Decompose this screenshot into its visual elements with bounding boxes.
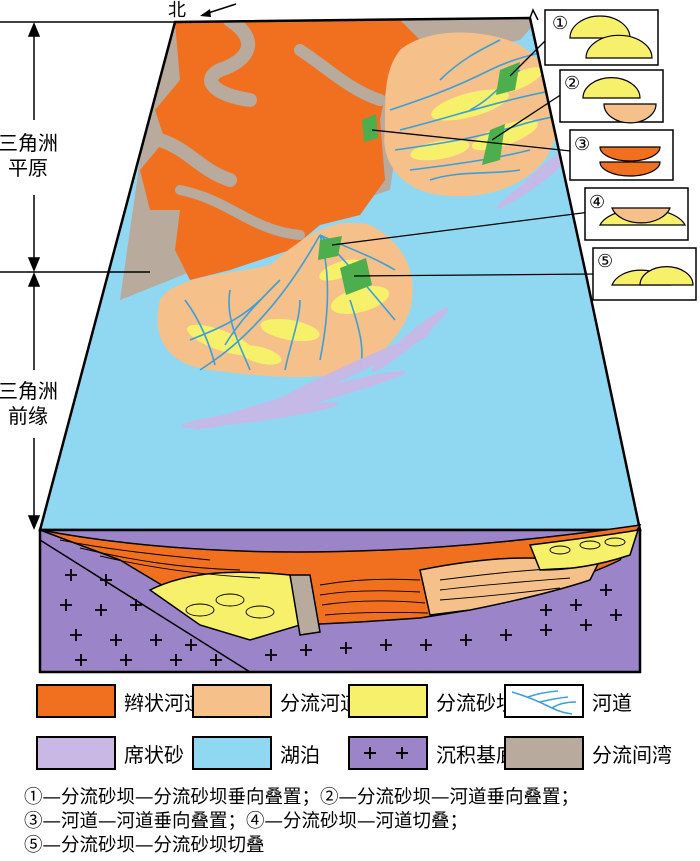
callout-1: ① xyxy=(544,9,659,66)
callout-4-marker: ④ xyxy=(589,192,605,213)
legend-item-distributary-bar: 分流砂坝 xyxy=(348,684,516,718)
legend-item-distributary-channel: 分流河道 xyxy=(192,684,360,718)
legend-label: 分流砂坝 xyxy=(436,690,516,715)
legend-swatch-lake xyxy=(192,736,272,770)
caption-notes: ①—分流砂坝—分流砂坝垂向叠置；②—分流砂坝—河道垂向叠置； ③—河道—河道垂向… xyxy=(24,786,694,858)
legend-swatch-basement xyxy=(348,736,428,770)
legend-label: 沉积基底 xyxy=(436,742,516,767)
delta-front-label-line2: 前缘 xyxy=(8,404,48,428)
delta-plain-label-line1: 三角洲 xyxy=(0,131,58,155)
legend-label: 辫状河道 xyxy=(124,690,204,715)
delta-plain-label-line2: 平原 xyxy=(8,156,48,180)
legend-item-channel: 河道 xyxy=(504,684,632,718)
cross-section xyxy=(38,524,642,674)
legend-swatch-braided-channel xyxy=(36,684,116,718)
legend-label: 湖泊 xyxy=(280,742,320,767)
legend-item-lake: 湖泊 xyxy=(192,736,320,770)
delta-map-surface xyxy=(40,18,640,530)
legend-swatch-interdistributary-bay xyxy=(504,736,584,770)
delta-block-diagram: 三角洲 平原 三角洲 前缘 北 ① ② ③ ④ xyxy=(0,0,697,674)
callout-2-marker: ② xyxy=(564,73,580,94)
legend-label: 河道 xyxy=(592,690,632,715)
legend-swatch-distributary-channel xyxy=(192,684,272,718)
legend-swatch-channel xyxy=(504,684,584,718)
delta-front-label-line1: 三角洲 xyxy=(0,379,58,403)
north-label: 北 xyxy=(168,0,186,21)
legend: 辫状河道 分流河道 分流砂坝 河道 席状砂 湖泊 xyxy=(0,684,700,784)
north-arrow: 北 xyxy=(168,0,237,21)
legend-item-braided-channel: 辫状河道 xyxy=(36,684,204,718)
legend-item-sheet-sand: 席状砂 xyxy=(36,736,184,770)
caption-note-1: ①—分流砂坝—分流砂坝垂向叠置；②—分流砂坝—河道垂向叠置； xyxy=(24,787,580,808)
zone-dimension-arrows xyxy=(0,21,178,530)
legend-swatch-sheet-sand xyxy=(36,736,116,770)
legend-label: 分流间湾 xyxy=(592,742,672,767)
callout-5: ⑤ xyxy=(592,247,697,301)
callout-4: ④ xyxy=(584,187,689,241)
legend-item-interdistributary-bay: 分流间湾 xyxy=(504,736,672,770)
legend-label: 席状砂 xyxy=(124,742,184,767)
legend-item-basement: 沉积基底 xyxy=(348,736,516,770)
basement-crosses xyxy=(60,569,622,666)
caption-note-2: ③—河道—河道垂向叠置；④—分流砂坝—河道切叠； xyxy=(24,811,469,832)
caption-note-3: ⑤—分流砂坝—分流砂坝切叠 xyxy=(24,835,265,856)
legend-swatch-distributary-bar xyxy=(348,684,428,718)
callout-1-marker: ① xyxy=(552,13,568,34)
callout-5-marker: ⑤ xyxy=(597,251,613,272)
callout-3: ③ xyxy=(569,129,674,181)
callout-2: ② xyxy=(559,69,664,124)
legend-label: 分流河道 xyxy=(280,690,360,715)
callout-3-marker: ③ xyxy=(574,134,590,155)
